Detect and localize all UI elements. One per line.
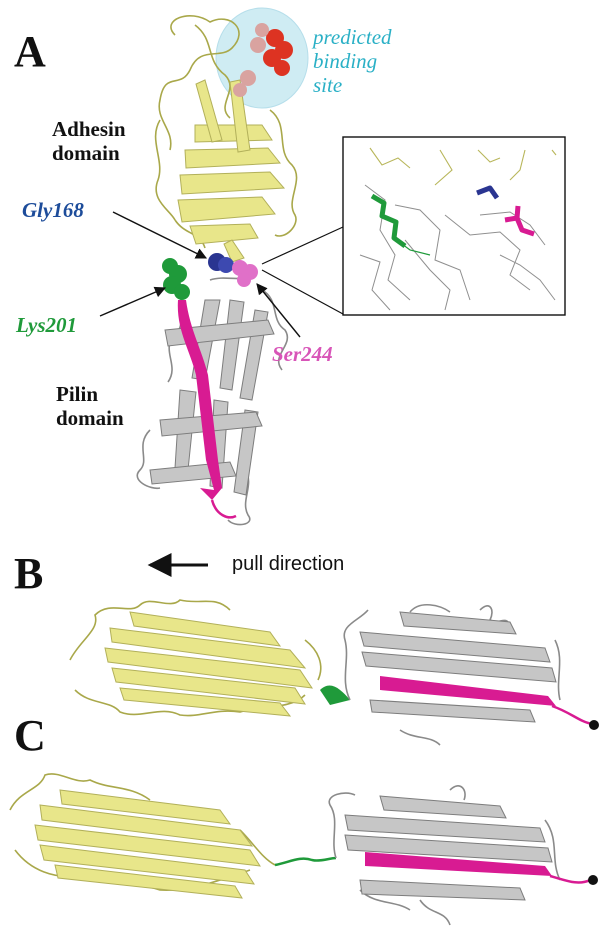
panel-c-letter: C [14, 711, 46, 760]
panel-c-c-tail [549, 874, 591, 884]
gly168-arrow [112, 211, 208, 259]
panel-b-magenta-strand [380, 676, 556, 706]
ser244-label: Ser244 [272, 342, 333, 366]
lys201-arrow [99, 286, 167, 317]
gly168-spheres [208, 253, 234, 273]
zoom-inset [342, 136, 566, 316]
panel-c-magenta-strand [365, 852, 552, 876]
panel-b-lys-linker [320, 685, 350, 705]
panel-b-anchor-dot [589, 720, 599, 730]
binding-site-atoms [233, 23, 293, 97]
panel-c-structure [9, 773, 598, 926]
inset-gly168-stick [476, 185, 500, 200]
adhesin-domain-ribbon [154, 15, 298, 249]
binding-site-label: predicted binding site [313, 25, 392, 98]
panel-a-structure [99, 7, 344, 526]
panel-b-structure [69, 599, 599, 746]
inset-connector-bottom [261, 269, 344, 315]
panel-c-green-linker [274, 856, 337, 867]
lys201-spheres [162, 258, 190, 300]
pilin-domain-label: Pilin domain [56, 382, 124, 431]
lys201-label: Lys201 [16, 313, 78, 337]
panel-c-anchor-dot [588, 875, 598, 885]
panel-b-letter: B [14, 549, 44, 598]
pilin-magenta-strand [177, 300, 222, 500]
pilin-magenta-tail [210, 499, 237, 519]
pull-direction-label: pull direction [232, 553, 345, 575]
ser244-spheres [232, 260, 258, 287]
inset-ser244-stick [504, 205, 535, 237]
ser244-arrow [256, 283, 301, 338]
adhesin-domain-sheet [177, 79, 286, 263]
gly168-label: Gly168 [22, 198, 84, 222]
panel-b-c-tail [551, 704, 593, 726]
inset-connector-top [261, 226, 344, 265]
panel-a-letter: A [14, 27, 46, 76]
adhesin-domain-label: Adhesin domain [52, 117, 126, 166]
